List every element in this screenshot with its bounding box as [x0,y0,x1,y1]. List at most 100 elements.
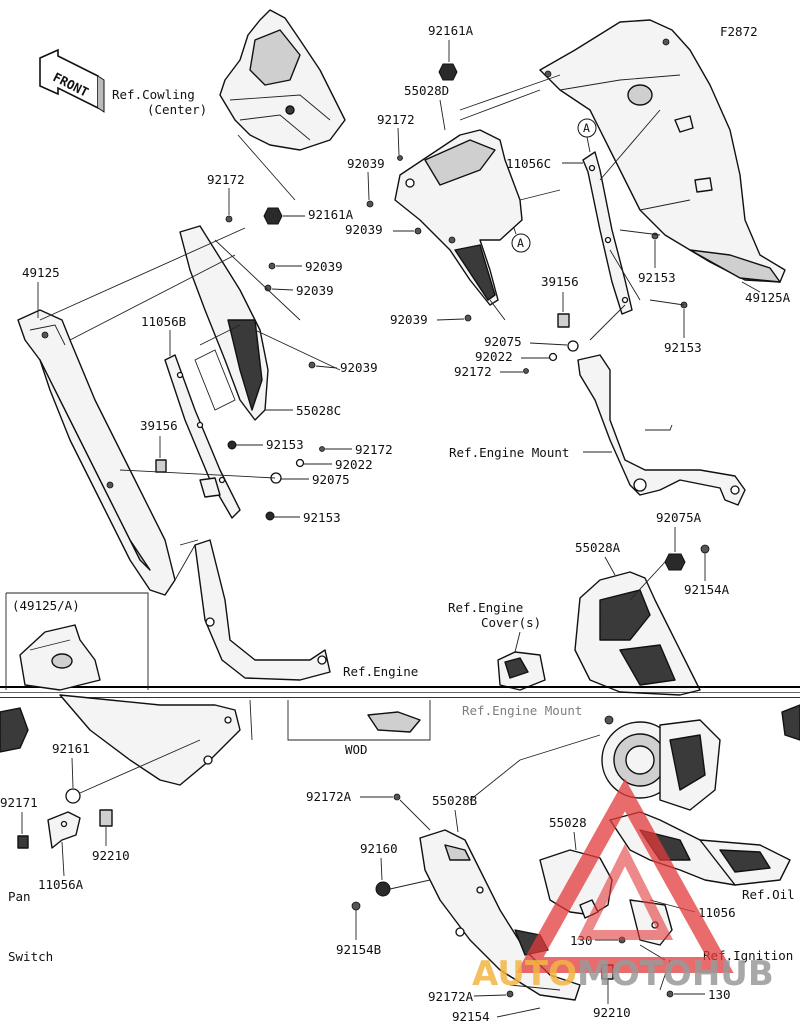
nut-92161A-left [263,207,283,225]
grommet-92075-right [567,340,579,352]
bracket-11056A [47,811,81,849]
label-92172A-top: 92172A [306,789,352,804]
wod-bracket [287,700,431,741]
bolt-92172-right [397,155,403,161]
edge-label-switch: Switch [8,949,53,964]
label-39156-right: 39156 [541,274,579,289]
label-92172-right-top: 92172 [377,112,415,127]
bolt-92172-r [523,368,529,374]
engine-side-right-dark [781,704,800,741]
ref-oil: Ref.Oil [742,887,795,902]
watermark-hub: HUB [692,954,774,994]
label-49125: 49125 [22,265,60,280]
collar-92210-left [99,809,113,827]
bolt-92039-c [464,314,472,322]
bolt-92172A-top [393,793,401,801]
diagram-id: F2872 [720,24,758,39]
label-11056A: 11056A [38,877,84,892]
bolt-130-b [666,990,674,998]
label-92153-l1: 92153 [266,437,304,452]
ref-engine-covers-line2: Cover(s) [481,615,541,630]
cover-55028B [419,829,581,1001]
label-92154A: 92154A [684,582,730,597]
label-11056C: 11056C [506,156,551,171]
svg-text:AUTOMOTOHUB: AUTOMOTOHUB [472,954,774,994]
bolt-92172-left [225,215,233,223]
label-92022-right: 92022 [475,349,513,364]
bolt-92172-l2 [319,446,325,452]
label-92039-a: 92039 [347,156,385,171]
washer-92022-left [295,458,305,468]
label-11056B: 11056B [141,314,186,329]
svg-text:A: A [583,121,590,135]
label-92172A-bottom: 92172A [428,989,474,1004]
variant-box-label: (49125/A) [12,598,80,613]
clip-39156-left [155,459,167,473]
nut-92153-l2 [265,511,275,521]
shroud-49125A [539,19,786,283]
ref-engine-mount-right: Ref.Engine Mount [449,445,569,460]
label-55028: 55028 [549,815,587,830]
engine-side-left-dark [0,707,29,753]
washer-92022-right [548,352,558,362]
panel-55028C [179,225,269,421]
label-92160: 92160 [360,841,398,856]
svg-text:A: A [517,236,524,250]
bolt-92039-a [366,200,374,208]
ref-engine-mount-mid: Ref.Engine Mount [462,703,582,718]
label-92172-left: 92172 [207,172,245,187]
bolt-92039-b [414,227,422,235]
lower-left-cover [59,694,241,786]
bolt-92039-l2 [264,284,272,292]
variant-box [5,592,149,690]
bolt-92154B [351,901,361,911]
bolt-92039-l1 [268,262,276,270]
ref-cowling-line2: (Center) [147,102,207,117]
label-92161A-top: 92161A [428,23,474,38]
label-11056: 11056 [698,905,736,920]
cowling-center-part [219,9,346,151]
grommet-92160 [375,881,391,897]
label-92022-left: 92022 [335,457,373,472]
callout-A-center: A [507,209,531,253]
label-92039-l1: 92039 [305,259,343,274]
ref-engine-left: Ref.Engine [343,664,418,679]
cover-55028A [574,571,701,696]
label-49125A: 49125A [745,290,791,305]
label-39156-left: 39156 [140,418,178,433]
bracket-11056B [164,354,241,519]
label-55028A: 55028A [575,540,621,555]
shroud-49125 [17,309,176,596]
grommet-92075A [664,553,686,571]
label-92154B: 92154B [336,942,381,957]
label-92210-left: 92210 [92,848,130,863]
label-92153-a: 92153 [638,270,676,285]
label-92172-l2: 92172 [355,442,393,457]
label-92161A-left: 92161A [308,207,354,222]
bolt-92154A [700,544,710,554]
label-92039-c: 92039 [390,312,428,327]
nut-92153-l1 [227,440,237,450]
front-arrow-icon: FRONT [39,48,105,113]
engine-mount-right [577,354,746,506]
label-92075A: 92075A [656,510,702,525]
ref-cowling-line1: Ref.Cowling [112,87,195,102]
label-55028C: 55028C [296,403,341,418]
bracket-11056C [582,151,633,315]
panel-55028D [394,129,523,306]
clip-92171 [17,835,29,849]
scan-artifact-band [0,686,800,710]
clip-39156-right [557,313,570,328]
label-92153-r: 92153 [664,340,702,355]
label-92039-b: 92039 [345,222,383,237]
engine-mount-left [179,539,331,681]
label-92210-bottom: 92210 [593,1005,631,1020]
shroud-variant-part [19,624,101,691]
label-92172-r: 92172 [454,364,492,379]
label-92075-right: 92075 [484,334,522,349]
ref-engine-covers-line1: Ref.Engine [448,600,523,615]
watermark-moto: MOTO [577,954,692,994]
label-92153-l2: 92153 [303,510,341,525]
label-92154: 92154 [452,1009,490,1024]
